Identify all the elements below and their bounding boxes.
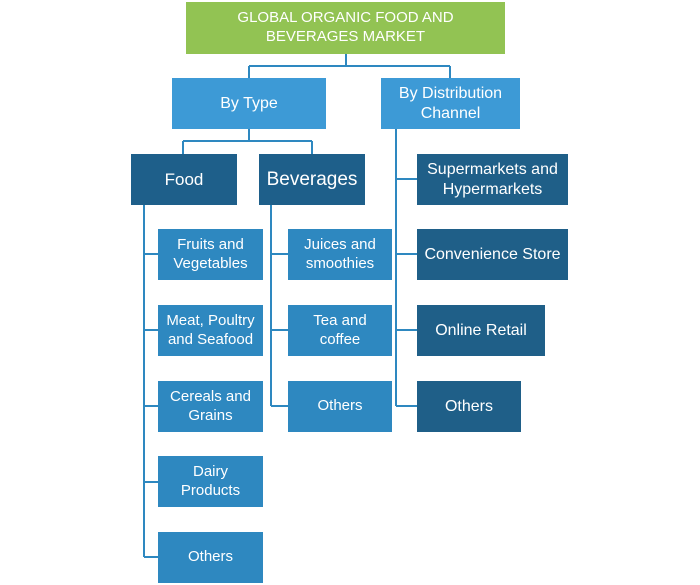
root-node: GLOBAL ORGANIC FOOD AND BEVERAGES MARKET — [186, 2, 505, 54]
by-type-node: By Type — [172, 78, 326, 129]
food-item-dairy-products: Dairy Products — [158, 456, 263, 507]
food-item-others: Others — [158, 532, 263, 583]
beverage-item-others: Others — [288, 381, 392, 432]
distribution-item-others: Others — [417, 381, 521, 432]
beverages-category: Beverages — [259, 154, 365, 205]
distribution-item-online-retail: Online Retail — [417, 305, 545, 356]
by-distribution-channel-node: By Distribution Channel — [381, 78, 520, 129]
food-category: Food — [131, 154, 237, 205]
food-item-fruits-vegetables: Fruits and Vegetables — [158, 229, 263, 280]
beverage-item-tea-coffee: Tea and coffee — [288, 305, 392, 356]
distribution-item-supermarkets: Supermarkets and Hypermarkets — [417, 154, 568, 205]
food-item-meat-poultry-seafood: Meat, Poultry and Seafood — [158, 305, 263, 356]
food-item-cereals-grains: Cereals and Grains — [158, 381, 263, 432]
beverage-item-juices-smoothies: Juices and smoothies — [288, 229, 392, 280]
distribution-item-convenience-store: Convenience Store — [417, 229, 568, 280]
